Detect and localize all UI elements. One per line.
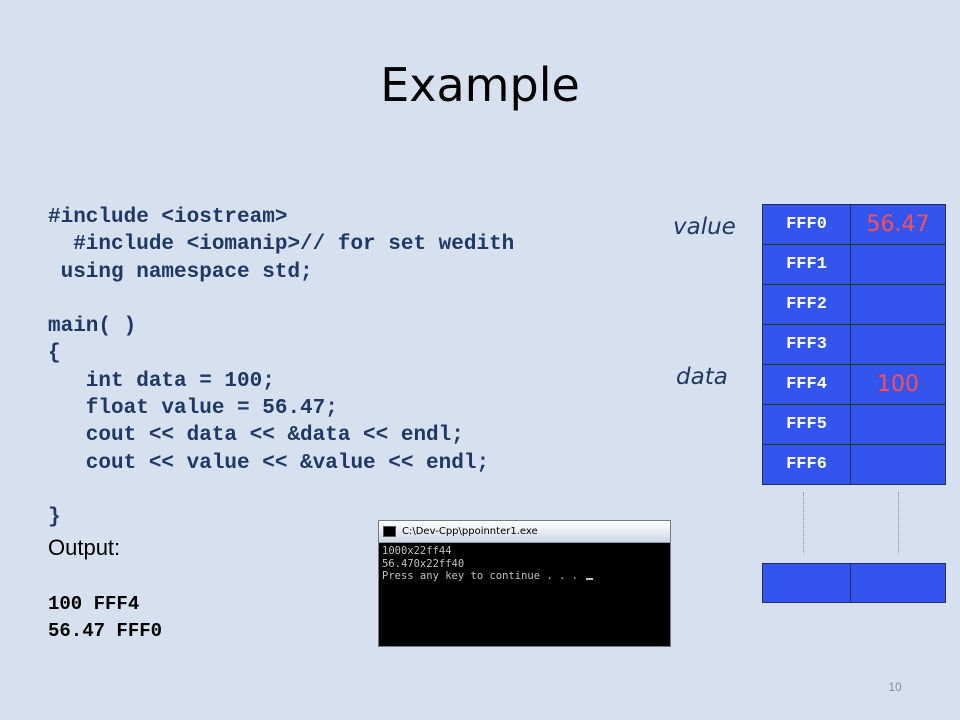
memory-tail-row [762,563,946,603]
memory-content-cell [850,563,946,603]
code-line: } [48,506,61,530]
console-line: 1000x22ff44 [382,545,452,557]
console-window: C:\Dev-Cpp\ppoinnter1.exe 1000x22ff44 56… [378,520,671,647]
memory-content: 56.47 [850,204,946,245]
code-line: using namespace std; [48,260,313,284]
code-line: #include <iomanip>// for set wedith [48,233,515,257]
memory-row: FFF0 56.47 [762,204,946,245]
memory-content [850,284,946,325]
code-line: main( ) [48,315,137,339]
memory-content [850,404,946,445]
output-line: 100 FFF4 [48,593,140,615]
code-line: int data = 100; [48,369,275,393]
memory-row: FFF1 [762,244,946,285]
memory-row [762,563,946,603]
memory-address: FFF4 [762,364,851,405]
memory-address: FFF2 [762,284,851,325]
memory-row: FFF4 100 [762,364,946,405]
cursor-icon [586,578,594,580]
console-body: 1000x22ff44 56.470x22ff40 Press any key … [379,543,670,585]
memory-address: FFF6 [762,444,851,485]
memory-address: FFF0 [762,204,851,245]
memory-content [850,244,946,285]
data-variable-label: data [676,364,728,390]
memory-row: FFF5 [762,404,946,445]
memory-address: FFF5 [762,404,851,445]
slide-title: Example [380,58,580,112]
console-app-icon [383,526,396,537]
console-line: 56.470x22ff40 [382,557,465,570]
output-label: Output: [48,535,121,560]
memory-content [850,324,946,365]
code-line: cout << data << &data << endl; [48,424,464,448]
code-line: cout << value << &value << endl; [48,451,490,475]
console-title-bar[interactable]: C:\Dev-Cpp\ppoinnter1.exe [379,521,670,543]
memory-row: FFF6 [762,444,946,485]
ellipsis-dotted-line [803,492,804,554]
memory-address-cell [762,563,851,603]
memory-address: FFF3 [762,324,851,365]
memory-row: FFF3 [762,324,946,365]
output-line: 56.47 FFF0 [48,620,163,642]
code-line: float value = 56.47; [48,397,338,421]
page-number: 10 [888,680,902,694]
value-variable-label: value [673,214,736,240]
code-line [48,286,514,313]
code-block: #include <iostream> #include <iomanip>//… [48,204,514,532]
memory-table: FFF0 56.47 FFF1 FFF2 FFF3 FFF4 100 FFF5 … [762,204,946,485]
console-title: C:\Dev-Cpp\ppoinnter1.exe [402,526,538,537]
console-line: Press any key to continue . . . [382,570,667,583]
console-line-text: Press any key to continue . . . [382,570,585,582]
code-line [48,477,514,504]
code-line: #include <iostream> [48,206,288,229]
memory-content: 100 [850,364,946,405]
memory-row: FFF2 [762,284,946,325]
memory-address: FFF1 [762,244,851,285]
code-line: { [48,342,61,366]
output-lines: 100 FFF4 56.47 FFF0 [48,591,162,645]
ellipsis-dotted-line [898,492,899,554]
memory-content [850,444,946,485]
